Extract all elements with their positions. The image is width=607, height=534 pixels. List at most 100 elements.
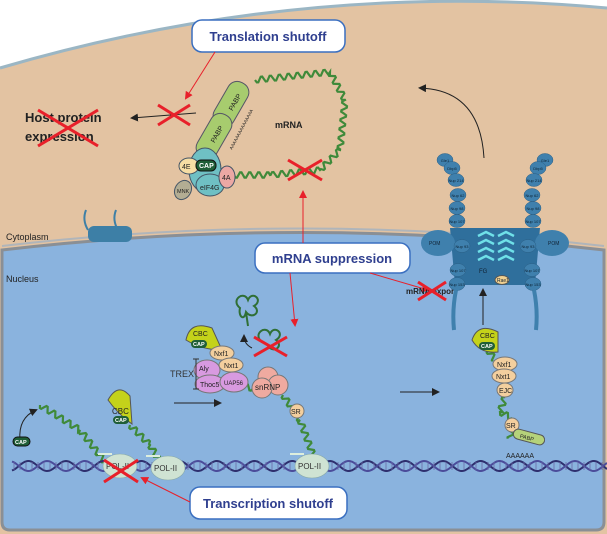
cap-3 <box>479 342 495 350</box>
transcription-shutoff-callout: Transcription shutoff <box>189 486 348 520</box>
mnk-label: MNK <box>177 189 190 195</box>
mrna-suppression-callout: mRNA suppression <box>254 242 411 274</box>
nascent-transcript-1 <box>38 404 106 464</box>
nup-bead <box>523 263 541 277</box>
basket-filaments <box>451 289 539 331</box>
pom-left <box>421 230 455 256</box>
cbc-1-label: CBC <box>193 331 208 338</box>
transcription-shutoff-label: Transcription shutoff <box>203 496 334 511</box>
mrna-label: mRNA <box>275 120 303 130</box>
free-cap <box>12 436 31 447</box>
nup-bead <box>524 214 542 228</box>
eif4e-label: 4E <box>182 164 191 171</box>
pol-ii-label-1: POL-II <box>106 462 129 471</box>
pom-left-label: POM <box>429 241 440 247</box>
cap-label: CAP <box>199 163 214 170</box>
inhibition-x-host <box>37 108 99 148</box>
exported-mrnp: CBC CAP Nxf1 Nxt1 EJC SR PABP AAAAAA <box>471 327 546 460</box>
nup-label: Nup 62 <box>526 193 540 198</box>
nup-label: Nup 107 <box>525 219 541 224</box>
inhibition-x-translation <box>157 103 191 127</box>
nup-label: Gle1 <box>441 158 450 163</box>
nxf1-label: Nxf1 <box>214 351 229 358</box>
rae1 <box>494 275 510 285</box>
cytoplasm-label: Cytoplasm <box>6 232 49 242</box>
pom-right-label: POM <box>548 241 559 247</box>
aly-label: Aly <box>199 366 209 373</box>
nup-bead <box>525 173 543 187</box>
thoc5-label: Thoc5 <box>200 382 220 389</box>
fg-label: FG <box>479 269 488 275</box>
nup-label: Nup 93 <box>456 244 470 249</box>
cap <box>195 159 217 172</box>
pol-ii-2 <box>150 455 186 481</box>
inhibition-x-transcription <box>103 458 139 484</box>
nup-label: Nup 93 <box>522 244 536 249</box>
mrna-loop <box>231 67 349 179</box>
trex-label: TREX <box>170 369 194 379</box>
ejc-label: EJC <box>499 388 512 395</box>
nup-label: Nup 107 <box>524 268 540 273</box>
translation-shutoff-callout: Translation shutoff <box>191 19 346 53</box>
snrnp-label: snRNP <box>255 383 280 392</box>
host-protein-label: Host protein <box>25 110 102 125</box>
pabp-3-label: PABP <box>519 434 535 444</box>
pol-ii-label-2: POL-II <box>154 464 177 473</box>
nup-bead <box>453 239 471 253</box>
inhibition-x-splicing <box>253 335 288 358</box>
membrane-channel <box>83 209 132 242</box>
arrow-to-expression <box>130 112 197 122</box>
cap-2 <box>113 416 129 424</box>
nup-bead <box>448 214 466 228</box>
nup-bead <box>519 239 537 253</box>
translation-shutoff-label: Translation shutoff <box>210 29 328 44</box>
nup-label: Nup 153 <box>525 282 541 287</box>
eif4g-label: eIF4G <box>200 185 219 192</box>
nup-label: Nup 214 <box>448 178 464 183</box>
nxt1-2-label: Nxt1 <box>496 374 511 381</box>
cbc-2 <box>107 389 133 426</box>
inhibition-x-mrna <box>287 158 323 182</box>
sr-2-label: SR <box>506 423 516 430</box>
nup-label: Nup 107 <box>450 268 466 273</box>
pabp-3 <box>512 428 546 446</box>
splicing-export-complex: CBC CAP Aly Thoc5 UAP56 Nxf1 Nxt1 TREX s… <box>170 325 305 419</box>
nup-label: Dbp5 <box>533 166 543 171</box>
export-to-cytoplasm-arrow <box>418 84 485 159</box>
pol-ii-label-3: POL-II <box>298 462 321 471</box>
mnk <box>173 179 193 201</box>
nup-label: Dbp5 <box>447 166 457 171</box>
cell-membrane <box>0 0 607 70</box>
nucleus-label: Nucleus <box>6 274 39 284</box>
sr-1 <box>289 403 305 419</box>
cbc-2-label: CBC <box>112 407 129 416</box>
cbc-3-label: CBC <box>480 333 495 340</box>
inhibition-x-export <box>417 280 447 302</box>
mrna-suppression-label: mRNA suppression <box>272 251 392 266</box>
nxt1 <box>218 357 244 373</box>
mrnp-strand-1 <box>485 349 496 362</box>
rae1-label: Rae1 <box>497 278 509 284</box>
nup-label: Nup 153 <box>449 282 465 287</box>
mrna-strands <box>38 67 516 464</box>
cap-1-label: CAP <box>193 342 205 348</box>
uap56-label: UAP56 <box>224 381 244 387</box>
nascent-transcript-3 <box>280 394 318 460</box>
excised-intron <box>235 294 259 327</box>
nup-label: Gle1 <box>541 158 550 163</box>
pol-ii-3 <box>294 453 330 479</box>
pol-ii-1 <box>102 453 138 479</box>
nup-label: Nup 98 <box>527 206 541 211</box>
nup-bead <box>447 173 465 187</box>
cap-2-label: CAP <box>115 418 127 424</box>
nxt1-label: Nxt1 <box>224 363 239 370</box>
cap-1 <box>191 340 207 348</box>
polya-2: AAAAAA <box>506 453 534 460</box>
nup-label: Nup 62 <box>452 193 466 198</box>
nup-label: Nup 107 <box>449 219 465 224</box>
nup-bead <box>449 263 467 277</box>
pom-right <box>535 230 569 256</box>
eif4a-label: 4A <box>222 175 231 182</box>
